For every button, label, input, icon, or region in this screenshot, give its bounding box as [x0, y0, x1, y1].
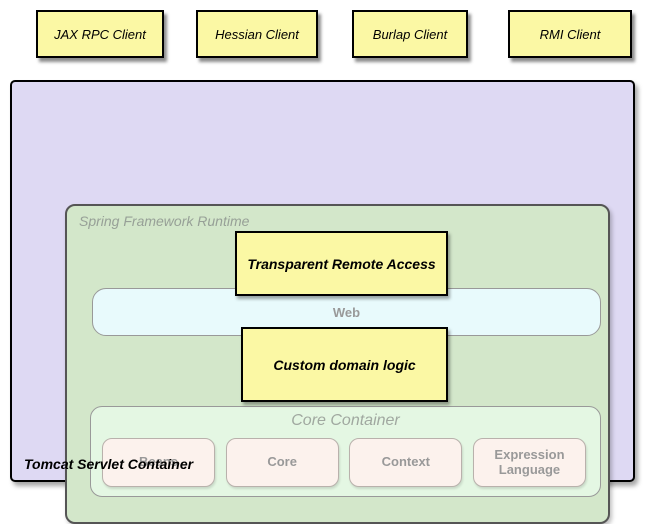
module-expression-language: Expression Language	[472, 438, 586, 487]
tomcat-container-label: Tomcat Servlet Container	[24, 456, 194, 472]
module-label: Expression Language	[494, 446, 565, 477]
core-container-label: Core Container	[291, 412, 400, 429]
client-box-burlap: Burlap Client	[352, 10, 468, 58]
transparent-remote-access-label: Transparent Remote Access	[247, 255, 436, 272]
client-box-hessian: Hessian Client	[196, 10, 318, 58]
spring-framework-runtime: Spring Framework Runtime Web Transparent…	[65, 204, 610, 524]
core-modules-row: Beans Core Context Expression Language	[102, 438, 586, 487]
web-layer-label: Web	[332, 304, 361, 320]
architecture-diagram: JAX RPC Client Hessian Client Burlap Cli…	[10, 10, 635, 524]
module-beans: Beans	[102, 438, 215, 487]
client-label: Burlap Client	[372, 26, 448, 42]
client-box-rmi: RMI Client	[508, 10, 632, 58]
spring-runtime-label: Spring Framework Runtime	[79, 213, 250, 229]
module-label: Beans	[138, 454, 179, 470]
module-context: Context	[349, 438, 463, 487]
client-label: Hessian Client	[215, 26, 299, 42]
transparent-remote-access-box: Transparent Remote Access	[235, 231, 448, 296]
module-label: Core	[267, 454, 297, 470]
module-label: Context	[381, 454, 430, 470]
client-label: RMI Client	[539, 26, 601, 42]
client-box-jax-rpc: JAX RPC Client	[36, 10, 164, 58]
custom-domain-logic-label: Custom domain logic	[273, 356, 416, 373]
core-container: Core Container Beans Core Context Expres…	[90, 406, 601, 497]
module-core: Core	[225, 438, 339, 487]
tomcat-servlet-container: Spring Framework Runtime Web Transparent…	[10, 80, 635, 524]
client-label: JAX RPC Client	[54, 26, 146, 42]
custom-domain-logic-box: Custom domain logic	[241, 327, 448, 402]
